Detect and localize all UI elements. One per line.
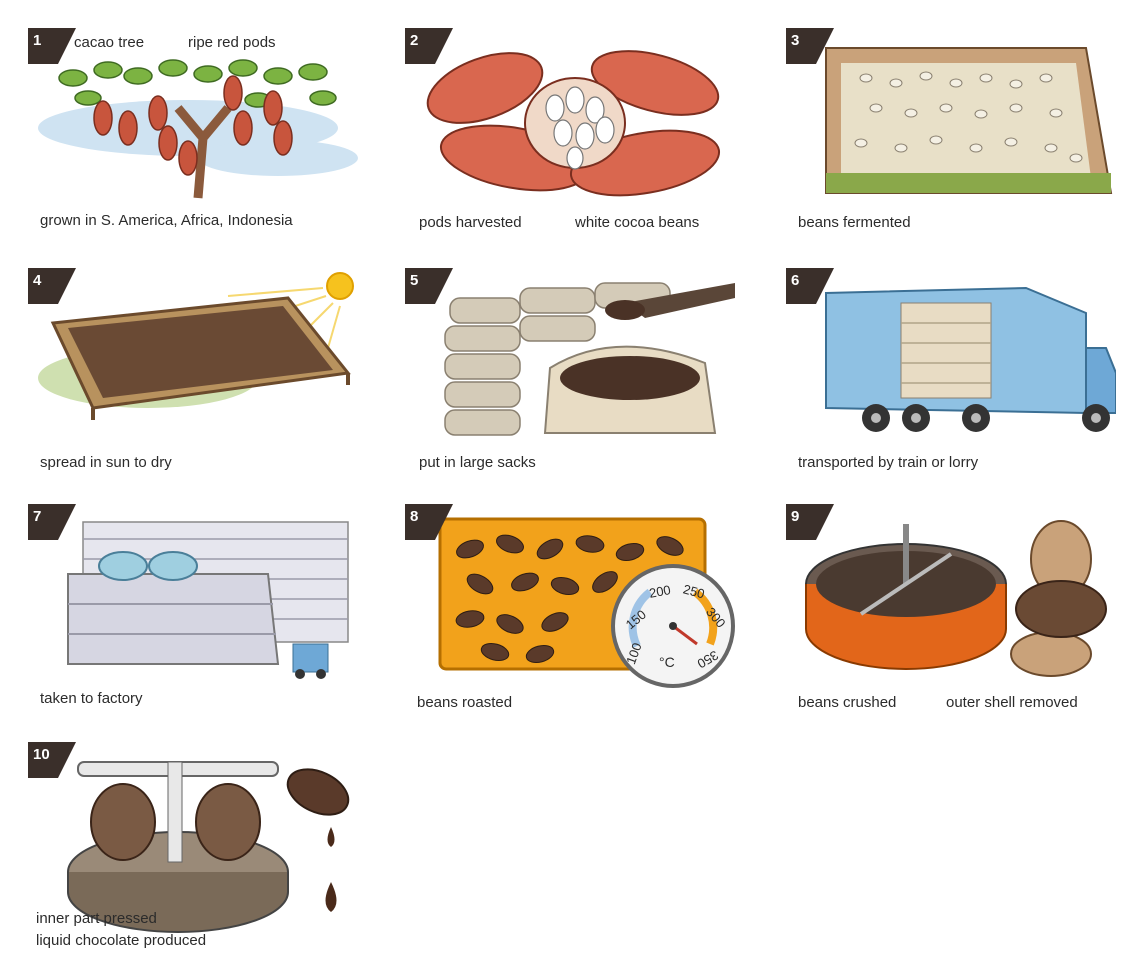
step-caption: beans roasted <box>417 694 513 711</box>
step-number: 3 <box>791 32 800 49</box>
label-ripe-red-pods: ripe red pods <box>188 34 276 51</box>
step-number: 1 <box>33 32 42 49</box>
step-4: 4 spread in sun to dry <box>28 268 358 488</box>
step-caption: spread in sun to dry <box>40 454 172 471</box>
step-9: 9 beans crushed outer shell removed <box>786 504 1116 724</box>
step-caption-line-1: inner part pressed <box>36 910 157 927</box>
step-number-badge: 7 <box>28 504 76 540</box>
step-2: 2 pods harvested white cocoa beans <box>405 28 735 248</box>
step-caption: put in large sacks <box>419 454 536 471</box>
roasting-tray-illustration <box>438 517 735 688</box>
truck-illustration <box>825 286 1116 432</box>
step-number: 9 <box>791 508 800 525</box>
drying-tray-illustration <box>38 272 354 420</box>
step-number-badge: 5 <box>405 268 453 304</box>
cocoa-pods-illustration <box>426 50 721 197</box>
step-number: 4 <box>33 272 42 289</box>
step-10: 10 inner part pressed liquid chocolate p… <box>28 742 358 967</box>
step-number-badge: 4 <box>28 268 76 304</box>
step-number-badge: 1 <box>28 28 76 64</box>
step-8: 8 100 150 200 250 300 350 °C beans roast… <box>405 504 735 724</box>
label-pods-harvested: pods harvested <box>419 214 522 231</box>
step-caption: transported by train or lorry <box>798 454 979 471</box>
step-number-badge: 9 <box>786 504 834 540</box>
fermentation-box-illustration <box>825 47 1113 194</box>
step-number: 7 <box>33 508 42 525</box>
step-caption: taken to factory <box>40 690 143 707</box>
step-number-badge: 8 <box>405 504 453 540</box>
step-5: 5 put in large sacks <box>405 268 735 488</box>
sacks-illustration <box>444 282 735 436</box>
step-number-badge: 6 <box>786 268 834 304</box>
step-number-badge: 3 <box>786 28 834 64</box>
factory-illustration <box>67 521 349 679</box>
press-illustration <box>67 761 350 933</box>
step-1: 1 cacao tree ripe red pods grown in S. A… <box>28 28 358 248</box>
step-number: 2 <box>410 32 419 49</box>
step-caption: grown in S. America, Africa, Indonesia <box>40 212 293 229</box>
label-outer-shell-removed: outer shell removed <box>946 694 1078 711</box>
step-number: 5 <box>410 272 419 289</box>
step-7: 7 taken to factory <box>28 504 358 724</box>
step-number-badge: 2 <box>405 28 453 64</box>
cacao-tree-illustration <box>38 59 358 199</box>
step-6: 6 transported by train or lorry <box>786 268 1116 488</box>
label-white-cocoa-beans: white cocoa beans <box>575 214 700 231</box>
step-number: 6 <box>791 272 800 289</box>
step-caption-line-2: liquid chocolate produced <box>36 932 207 949</box>
step-3: 3 beans fermented <box>786 28 1116 248</box>
label-cacao-tree: cacao tree <box>74 34 145 51</box>
crusher-illustration <box>805 520 1107 677</box>
dial-unit: °C <box>659 654 675 670</box>
step-number-badge: 10 <box>28 742 76 778</box>
step-number: 8 <box>410 508 419 525</box>
step-caption: beans fermented <box>798 214 911 231</box>
label-beans-crushed: beans crushed <box>798 694 897 711</box>
step-number: 10 <box>33 746 50 763</box>
